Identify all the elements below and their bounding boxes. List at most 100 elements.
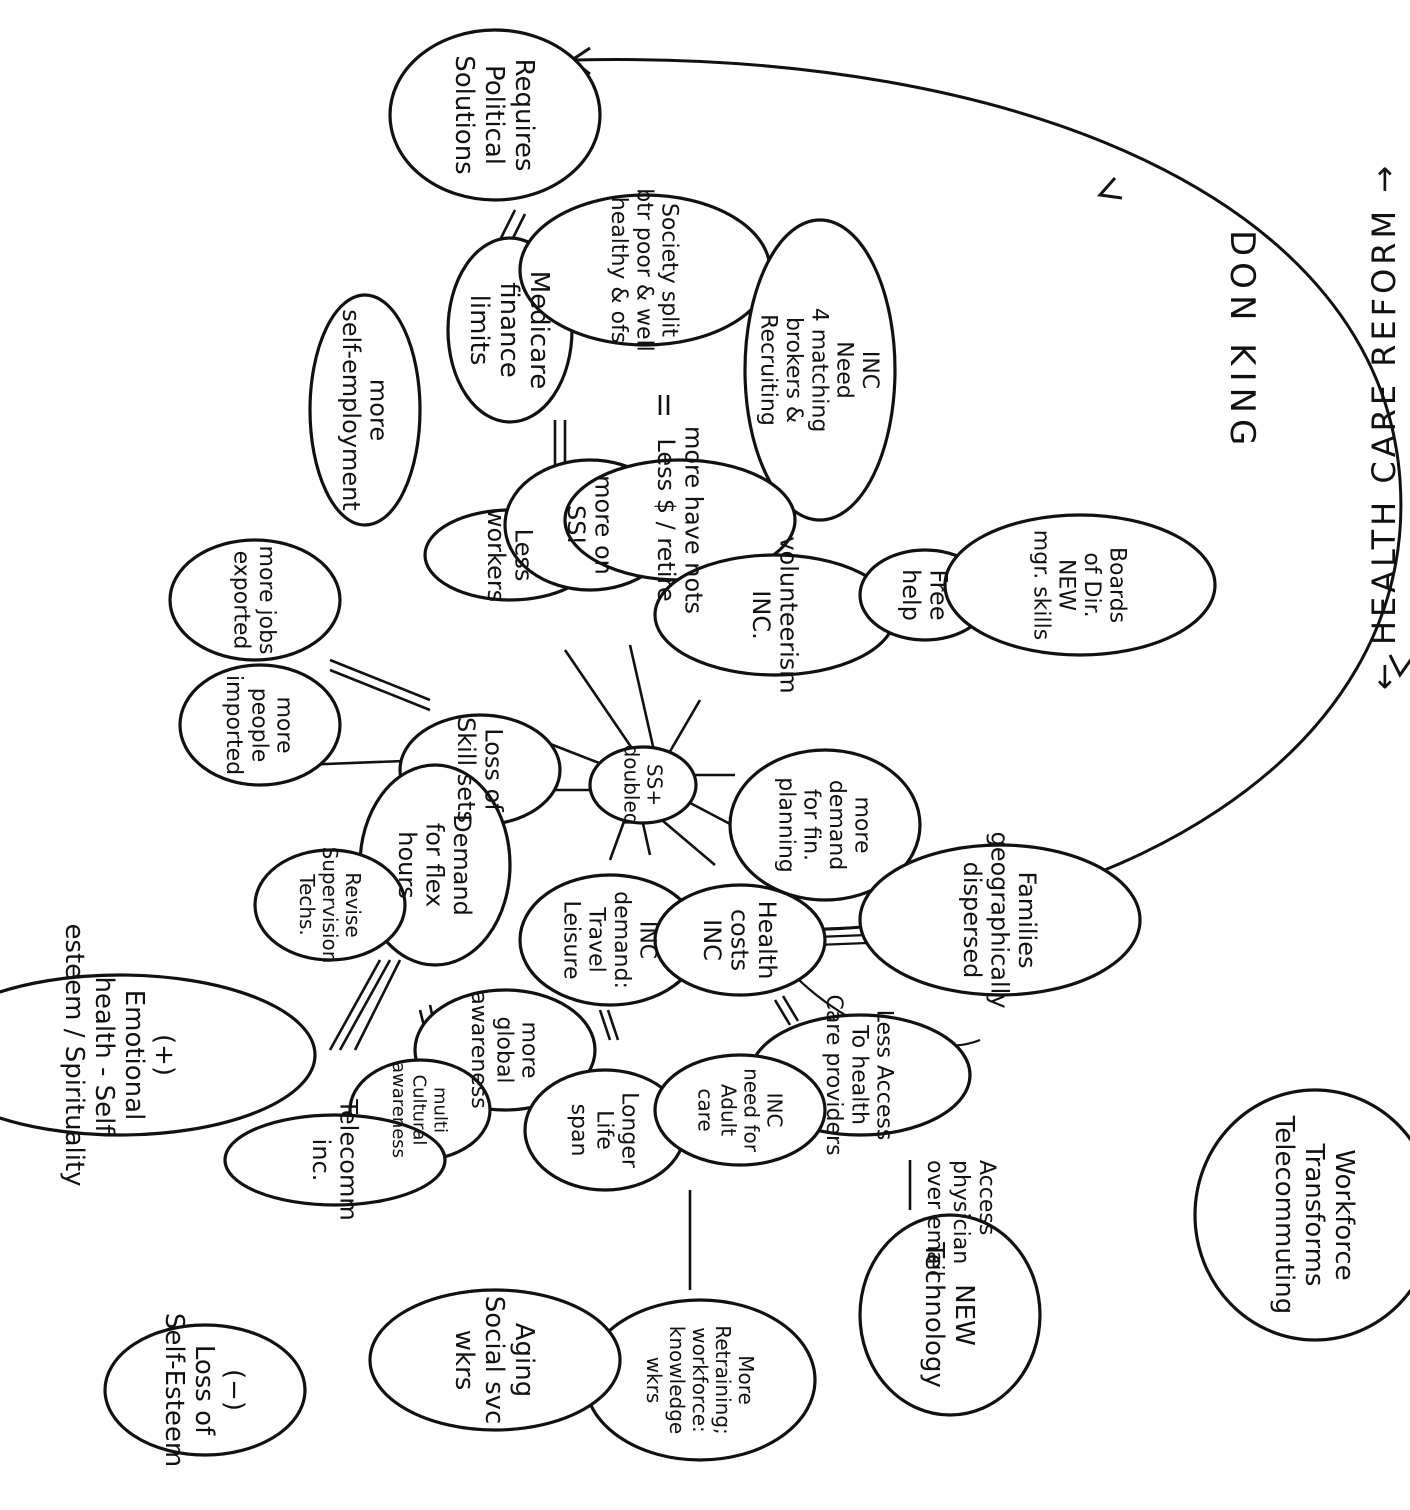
label-line: workers [482,508,510,602]
node-center [588,745,698,825]
label-multi-cultural: multiCulturalawareness [388,1062,450,1158]
label-line: Recruiting [756,314,781,426]
bubbles [0,28,1410,1462]
node-boards-of-dir [943,513,1217,657]
label-line: Techs. [295,873,319,936]
label-line: (−) [219,1369,249,1411]
node-inc-need-adult-care [653,1053,827,1167]
node-loss-self-esteem [103,1323,307,1457]
label-more-retraining: MoreRetraining;workforce:knowledgewkrs [642,1325,758,1435]
node-more-self-employment [308,293,422,527]
label-line: of Dir. [1079,552,1104,617]
label-line: multi [429,1087,450,1133]
author-name: DON KING [1222,230,1262,452]
node-emotional-health [0,973,317,1137]
node-more-people-imported [178,663,342,787]
label-line: Self-Esteem [159,1313,189,1467]
label-line: workforce: [688,1327,712,1433]
access-physician-note: Access physician over email [922,1160,999,1277]
node-health-costs-inc [653,883,827,997]
label-line: Less Access [872,1010,897,1141]
label-more-self-employment: moreself-employment [337,309,393,510]
label-line: Health [753,901,781,980]
label-line: INC [634,921,659,959]
label-line: Demand [448,814,476,916]
node-more-demand-fin-planning [728,748,922,902]
label-line: more have nots [679,426,707,614]
label-line: exported [229,551,254,650]
label-line: wkrs [642,1357,666,1404]
label-line: Adult [717,1084,741,1136]
label-line: Care providers [821,994,846,1155]
node-telecomm-inc [223,1113,447,1207]
label-line: people [246,688,271,763]
label-line: more jobs [254,546,279,655]
label-loss-of-skill-sets: Loss ofSkill sets [452,717,508,823]
label-telecomm-inc: Telecomminc. [307,1098,363,1220]
label-volunteerism-inc: volunteerismINC. [747,536,803,693]
label-free-help: Freehelp [897,569,953,621]
label-line: More [734,1355,758,1405]
label-line: To health [846,1024,871,1125]
label-line: for flex [421,823,449,907]
label-society-split: Society splitbtr poor & wellhealthy & of… [606,188,682,351]
label-more-on-ss: more onSS! [562,475,618,575]
label-inc-demand-travel: INCdemand:TravelLeisure [558,891,659,989]
label-line: Families [1013,872,1041,969]
health-care-reform-label: ← HEALTH CARE REFORM → [1365,162,1403,690]
label-line: awareness [466,991,491,1108]
label-medicare-finance-limits: Medicarefinancelimits [464,271,554,390]
label-workforce-transforms: WorkforceTransformsTelecommuting [1269,1115,1359,1314]
label-line: Political [479,65,509,165]
node-workforce-transforms [1193,1088,1410,1342]
label-line: inc. [307,1139,335,1182]
label-line: mgr. skills [1028,530,1053,640]
label-demand-flex-hours: Demandfor flexhours [393,814,476,916]
label-line: Telecommuting [1269,1115,1299,1314]
label-line: Emotional [119,990,149,1121]
label-line: wkrs [449,1330,479,1391]
label-line: Less $ / retire [652,438,680,601]
label-line: Boards [1104,547,1129,623]
label-line: more on [589,475,617,575]
label-line: INC [857,351,882,389]
label-line: demand: [609,891,634,989]
label-line: (+) [149,1034,179,1076]
label-line: Medicare [524,271,554,390]
label-line: Less [509,529,537,582]
label-health-costs-inc: HealthcostsINC [698,901,781,980]
label-line: Cultural [409,1075,430,1146]
label-line: geographically [986,831,1014,1008]
label-line: imported [221,675,246,775]
node-more-jobs-exported [168,538,342,662]
label-revise-supervision: ReviseSupervisionTechs. [295,847,365,964]
label-more-people-imported: morepeopleimported [221,675,297,775]
label-line: Skill sets [452,717,480,823]
label-line: help [897,569,925,621]
label-line: Social svc [479,1296,509,1425]
label-line: need for [740,1068,764,1153]
label-less-access-health: Less AccessTo healthCare providers [821,994,897,1155]
label-line: demand [824,780,849,870]
label-new-technology: NEWTechnology [919,1241,979,1388]
label-line: more [849,797,874,854]
label-line: Leisure [558,900,583,979]
label-line: Retraining; [711,1325,735,1435]
node-requires-political-solutions [388,28,602,202]
label-line: finance [494,282,524,378]
label-line: Aging [509,1323,539,1398]
bubble-labels: RequiresPoliticalSolutionsMedicarefinanc… [59,55,1359,1467]
label-center: SS+doubled [620,745,667,826]
label-line: 4 matching [806,308,831,433]
label-line: doubled [620,745,644,826]
label-line: span [566,1104,591,1157]
label-line: INC. [747,590,775,639]
label-line: Solutions [449,55,479,174]
label-requires-political-solutions: RequiresPoliticalSolutions [449,55,539,174]
label-line: dispersed [958,862,986,979]
label-line: SS+ [643,764,667,806]
label-line: for fin. [799,789,824,861]
label-line: Technology [919,1241,949,1388]
label-line: Loss of [479,728,507,812]
